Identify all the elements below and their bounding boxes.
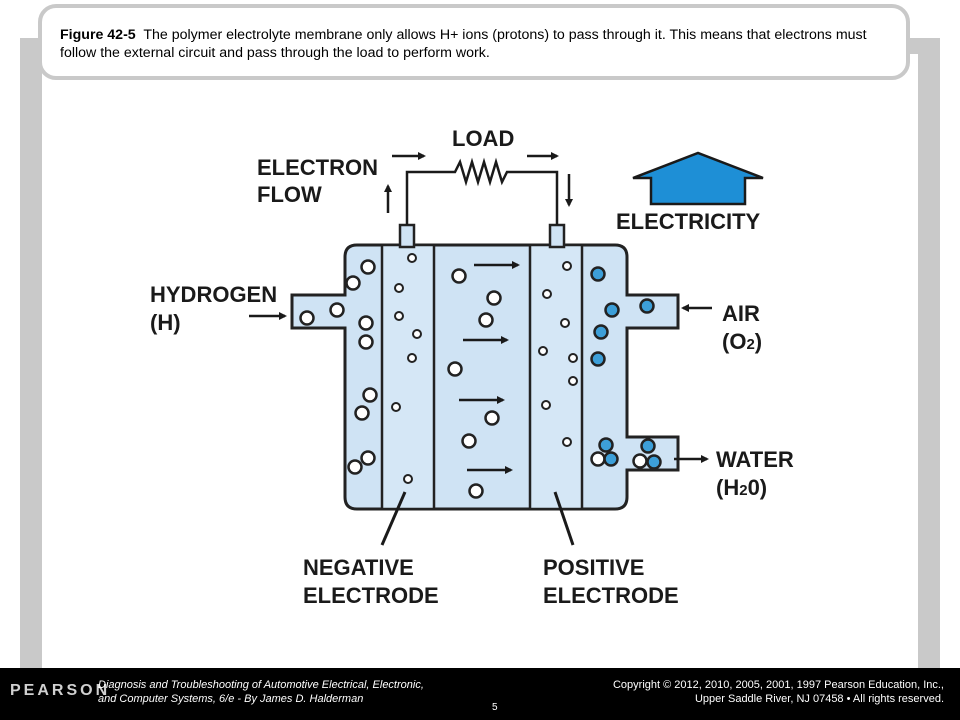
ion	[560, 318, 570, 328]
oxygen-molecule	[603, 451, 619, 467]
hydrogen-molecule	[329, 302, 345, 318]
positive-electrode-label-line2: ELECTRODE	[543, 583, 679, 608]
positive-electrode-label-line1: POSITIVE	[543, 555, 644, 580]
oxygen-molecule	[646, 454, 662, 470]
ion	[568, 353, 578, 363]
figure-caption: Figure 42-5 The polymer electrolyte memb…	[60, 26, 890, 62]
air-label-line1: AIR	[722, 301, 760, 326]
oxygen-molecule	[604, 302, 620, 318]
hydrogen-molecule	[362, 387, 378, 403]
water-formula-suffix: 0)	[748, 475, 768, 500]
book-citation-line2: and Computer Systems, 6/e - By James D. …	[98, 693, 364, 705]
hydrogen-molecule	[484, 410, 500, 426]
oxygen-molecule	[598, 437, 614, 453]
hydrogen-molecule	[632, 453, 648, 469]
hydrogen-label-line2: (H)	[150, 310, 181, 335]
slide-frame-right	[918, 38, 940, 668]
hydrogen-molecule	[468, 483, 484, 499]
slide-footer: PEARSON Diagnosis and Troubleshooting of…	[0, 668, 960, 720]
copyright-notice: Copyright © 2012, 2010, 2005, 2001, 1997…	[613, 678, 944, 706]
hydrogen-molecule	[590, 451, 606, 467]
ion	[562, 261, 572, 271]
ion	[394, 283, 404, 293]
oxygen-molecules	[590, 266, 662, 470]
negative-electrode-plate	[380, 243, 436, 511]
ion	[407, 353, 417, 363]
hydrogen-molecule	[461, 433, 477, 449]
positive-electrode-plate	[528, 243, 584, 511]
hydrogen-molecule	[345, 275, 361, 291]
hydrogen-molecule	[354, 405, 370, 421]
figure-caption-box: Figure 42-5 The polymer electrolyte memb…	[38, 4, 910, 80]
ion	[562, 437, 572, 447]
hydrogen-molecule	[360, 450, 376, 466]
ion	[403, 474, 413, 484]
negative-electrode-leader	[380, 491, 407, 546]
electrode-ions	[391, 253, 578, 484]
electron-flow-label-line1: ELECTRON	[257, 155, 378, 180]
hydrogen-molecule	[447, 361, 463, 377]
oxygen-molecule	[593, 324, 609, 340]
positive-terminal	[548, 223, 566, 249]
load-label: LOAD	[452, 126, 514, 151]
external-circuit-wire	[405, 157, 559, 225]
figure-caption-text: The polymer electrolyte membrane only al…	[60, 27, 867, 61]
oxygen-molecule	[590, 351, 606, 367]
air-label-line2: (O2)	[722, 329, 762, 354]
oxygen-molecule	[590, 266, 606, 282]
ion	[568, 376, 578, 386]
ion	[412, 329, 422, 339]
negative-terminal	[398, 223, 416, 249]
ion	[391, 402, 401, 412]
air-formula-suffix: )	[755, 329, 762, 354]
hydrogen-molecule	[360, 259, 376, 275]
electron-flow-label-line2: FLOW	[257, 182, 322, 207]
water-label-line1: WATER	[716, 447, 794, 472]
oxygen-molecule	[639, 298, 655, 314]
water-formula-prefix: (H	[716, 475, 739, 500]
hydrogen-molecule	[347, 459, 363, 475]
copyright-line2: Upper Saddle River, NJ 07458 • All right…	[694, 693, 944, 705]
hydrogen-molecule	[358, 315, 374, 331]
water-label-line2: (H20)	[716, 475, 767, 500]
copyright-line1: Copyright © 2012, 2010, 2005, 2001, 1997…	[612, 679, 944, 691]
hydrogen-molecule	[451, 268, 467, 284]
ion	[538, 346, 548, 356]
ion	[394, 311, 404, 321]
slide-frame-left	[20, 38, 42, 668]
hydrogen-label-line1: HYDROGEN	[150, 282, 277, 307]
hydrogen-molecules	[299, 259, 648, 499]
book-citation: Diagnosis and Troubleshooting of Automot…	[98, 678, 424, 706]
figure-label: Figure 42-5	[60, 27, 136, 43]
hydrogen-molecule	[358, 334, 374, 350]
ion	[542, 289, 552, 299]
electricity-label: ELECTRICITY	[616, 209, 761, 234]
air-formula-prefix: (O	[722, 329, 746, 354]
oxygen-molecule	[640, 438, 656, 454]
pearson-logo: PEARSON	[10, 682, 111, 699]
water-formula-subscript: 2	[739, 482, 747, 499]
ion	[407, 253, 417, 263]
book-citation-line1: Diagnosis and Troubleshooting of Automot…	[98, 679, 424, 691]
ion	[541, 400, 551, 410]
air-formula-subscript: 2	[746, 336, 754, 353]
negative-electrode-label-line1: NEGATIVE	[303, 555, 414, 580]
positive-electrode-leader	[553, 491, 575, 546]
hydrogen-molecule	[486, 290, 502, 306]
hydrogen-molecule	[299, 310, 315, 326]
electricity-arrow-icon	[632, 151, 764, 206]
page-number: 5	[492, 702, 498, 713]
hydrogen-molecule	[478, 312, 494, 328]
negative-electrode-label-line2: ELECTRODE	[303, 583, 439, 608]
fuel-cell-diagram: LOAD ELECTRON FLOW ELECTRICITY HYDROGEN …	[150, 126, 794, 608]
